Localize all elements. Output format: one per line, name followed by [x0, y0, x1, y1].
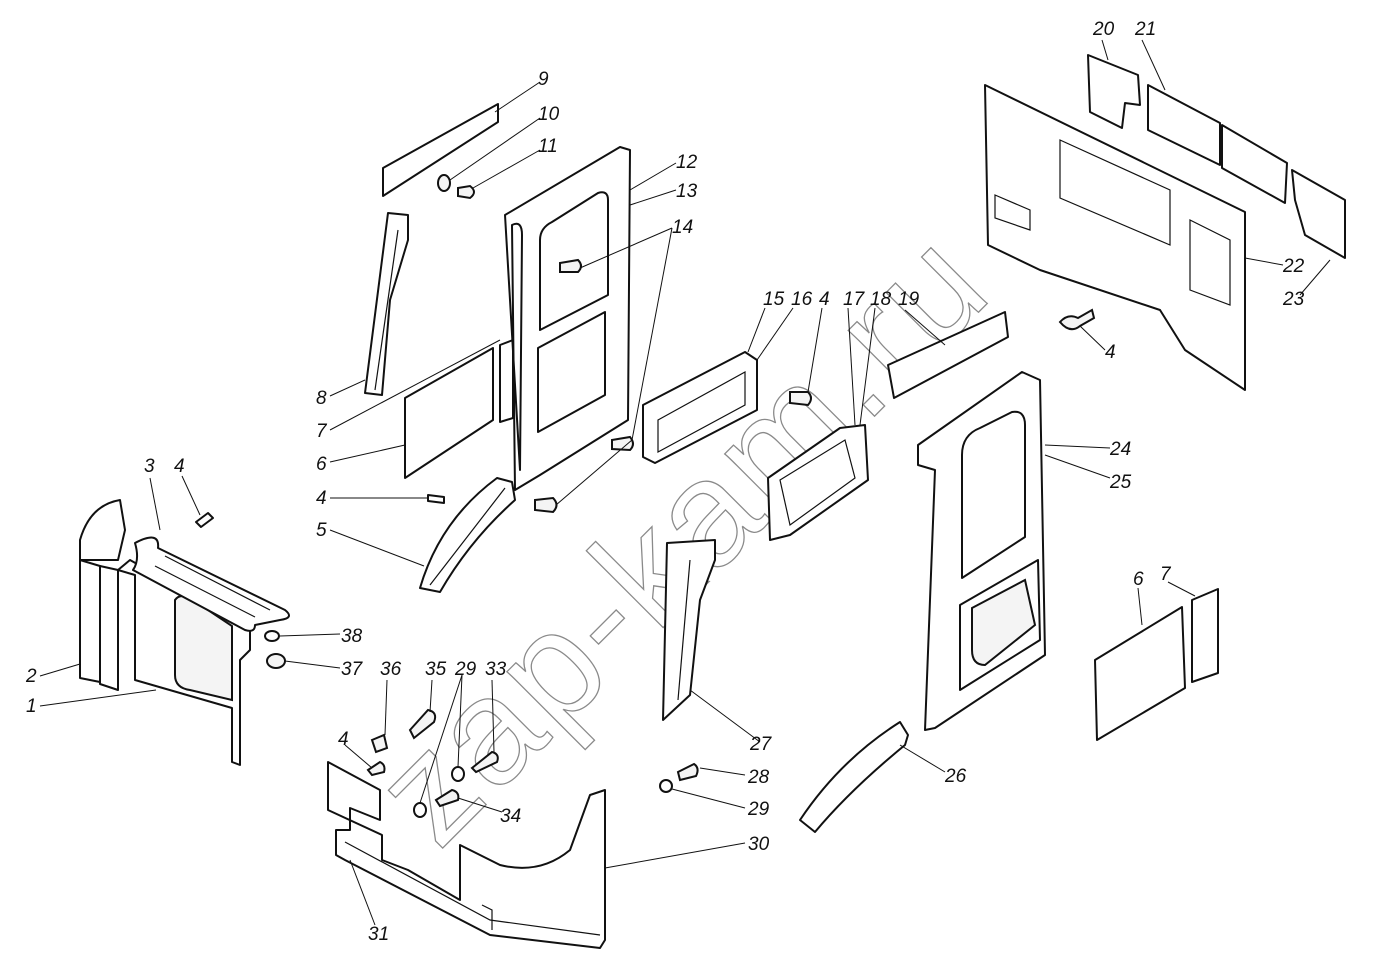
callout-4: 4: [174, 456, 185, 477]
callout-4: 4: [1105, 342, 1116, 363]
callout-18: 18: [870, 289, 892, 310]
screw-4-d: [1058, 308, 1096, 331]
callout-23: 23: [1282, 289, 1305, 310]
callout-16: 16: [791, 289, 813, 310]
screw-4-b: [427, 494, 445, 504]
callout-12: 12: [676, 152, 698, 173]
callout-21: 21: [1134, 19, 1156, 40]
curved-trim-5: [419, 477, 516, 593]
callout-25: 25: [1109, 472, 1132, 493]
left-door-panel-12-13: [504, 146, 631, 491]
callout-5: 5: [316, 520, 327, 541]
callout-1: 1: [26, 696, 37, 717]
insulation-strip-7-right: [1191, 588, 1219, 683]
clip-36: [370, 733, 389, 754]
callout-4: 4: [316, 488, 327, 509]
callout-4: 4: [819, 289, 830, 310]
upper-trim-strip-19: [887, 311, 1009, 399]
pillar-trim-8: [364, 212, 409, 396]
clip-11: [457, 184, 475, 200]
callout-2: 2: [25, 666, 37, 687]
callout-27: 27: [749, 734, 773, 755]
callout-36: 36: [380, 659, 402, 680]
callout-22: 22: [1282, 256, 1305, 277]
washer-38: [264, 630, 280, 642]
lower-cover-panel-30: [327, 761, 606, 949]
rear-insulation-21: [1147, 84, 1288, 204]
callout-13: 13: [676, 181, 698, 202]
washer-10: [437, 174, 451, 192]
callout-29: 29: [747, 799, 770, 820]
callout-7: 7: [1160, 564, 1172, 585]
callout-6: 6: [1133, 569, 1144, 590]
callout-24: 24: [1109, 439, 1131, 460]
callout-28: 28: [747, 767, 770, 788]
pillar-trim-27: [662, 539, 716, 721]
insulation-pad-6-right: [1094, 606, 1186, 741]
rear-insulation-23: [1291, 169, 1346, 259]
rear-insulation-20: [1087, 54, 1141, 129]
callout-35: 35: [425, 659, 447, 680]
callout-33: 33: [485, 659, 507, 680]
screw-28: [676, 762, 699, 782]
callout-10: 10: [538, 104, 560, 125]
callout-30: 30: [748, 834, 770, 855]
insulation-pad-6-left: [404, 347, 494, 479]
callout-4: 4: [338, 729, 349, 750]
insulation-strip-7-left: [499, 339, 514, 423]
callout-8: 8: [316, 388, 327, 409]
leader-lines: [39, 39, 1331, 926]
curved-trim-26: [799, 721, 909, 833]
callout-34: 34: [500, 806, 521, 827]
screw-34: [434, 788, 460, 808]
washer-29-right: [659, 779, 673, 793]
armrest-pocket-15-16: [642, 351, 758, 464]
callout-3: 3: [144, 456, 155, 477]
callout-38: 38: [341, 626, 363, 647]
upper-trim-strip-9: [382, 103, 499, 197]
right-door-panel-24-25: [917, 371, 1046, 731]
rear-wall-panel-22: [984, 84, 1246, 391]
callout-20: 20: [1092, 19, 1115, 40]
callout-14: 14: [672, 217, 693, 238]
panel-1-lower-left-bracket: [79, 499, 251, 766]
callouts: 1 2 3 4 38 37 4 5 6 7 8 9 10 11 12 13 14…: [25, 19, 1305, 945]
screw-35: [408, 708, 437, 740]
callout-29: 29: [454, 659, 477, 680]
screw-4-e: [366, 760, 386, 777]
washer-29-b: [413, 802, 427, 818]
screw-4-a: [195, 512, 214, 528]
armrest-pocket-17-18: [767, 424, 869, 541]
screw-4-c: [789, 391, 812, 407]
screw-33: [470, 750, 499, 774]
callout-19: 19: [898, 289, 920, 310]
callout-9: 9: [538, 69, 549, 90]
callout-15: 15: [763, 289, 785, 310]
callout-26: 26: [944, 766, 967, 787]
clips-14: [534, 258, 634, 514]
callout-17: 17: [843, 289, 866, 310]
callout-37: 37: [341, 659, 364, 680]
callout-7: 7: [316, 421, 328, 442]
callout-31: 31: [368, 924, 389, 945]
callout-6: 6: [316, 454, 327, 475]
nut-37: [266, 653, 286, 669]
callout-11: 11: [538, 136, 558, 157]
panel-3-top-bracket-plate: [132, 536, 290, 632]
washer-29-a: [451, 766, 465, 782]
